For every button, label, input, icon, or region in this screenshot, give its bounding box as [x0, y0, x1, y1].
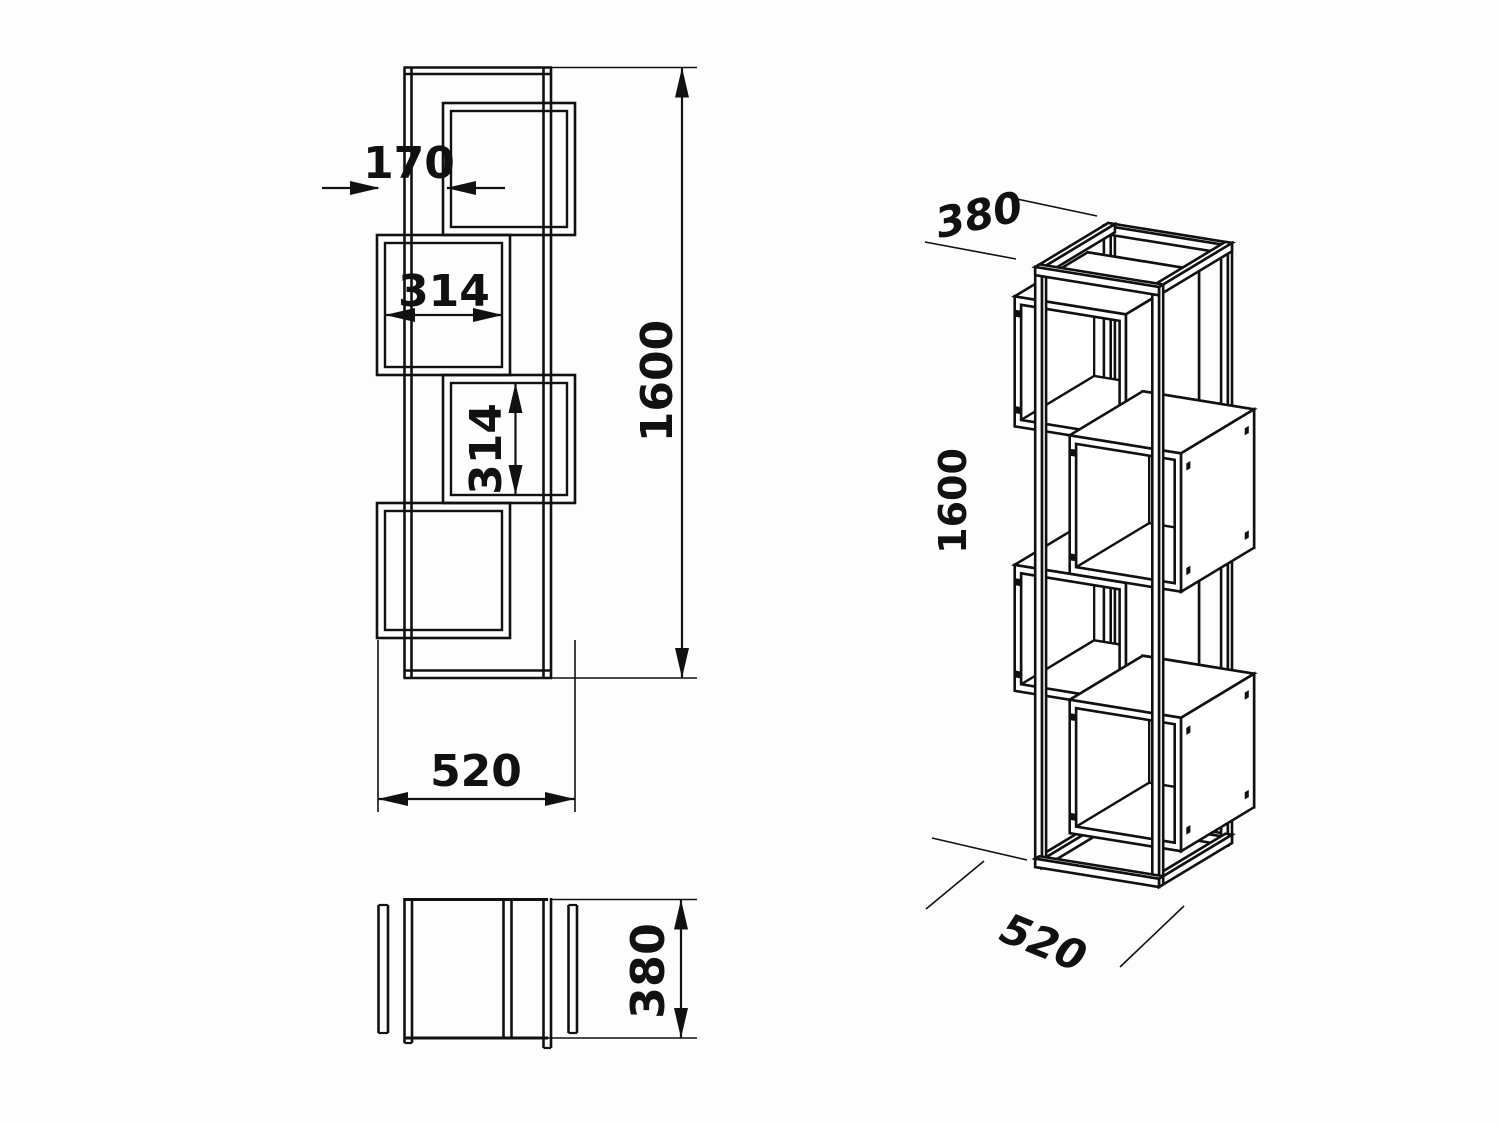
front-view-linework: [322, 66, 697, 812]
iso-label-height: 1600: [931, 448, 975, 554]
front-view: 170 314 314 1600 520: [322, 66, 697, 812]
dim-label-depth: 380: [621, 923, 675, 1019]
plan-view: 380: [377, 898, 697, 1050]
isometric-view: 380 1600 520: [924, 182, 1258, 982]
dim-label-height: 1600: [632, 320, 683, 442]
dim-label-offset-top: 170: [363, 138, 455, 189]
dim-label-width: 520: [430, 746, 522, 797]
dim-label-inner-width: 314: [398, 266, 490, 317]
dim-label-inner-height: 314: [461, 403, 512, 495]
iso-label-depth: 380: [931, 182, 1027, 248]
iso-label-width: 520: [994, 903, 1094, 981]
isometric-view-linework: [924, 195, 1258, 968]
plan-view-linework: [377, 898, 697, 1050]
